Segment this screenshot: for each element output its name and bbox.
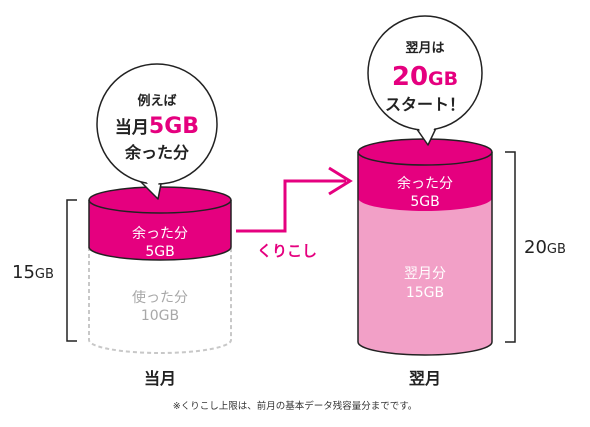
current-remaining-label: 余った分 — [132, 225, 188, 242]
carried-section-top — [357, 138, 493, 166]
current-month-caption: 当月 — [144, 369, 176, 388]
next-bubble-line1: 翌月は — [405, 41, 444, 56]
next-carried-label: 余った分 — [397, 175, 453, 192]
used-section — [88, 247, 232, 354]
next-bubble-amount-unit: GB — [428, 68, 458, 90]
current-total: 15GB — [12, 262, 54, 283]
current-remaining-amount: 5GB — [145, 244, 174, 260]
monthly-section — [358, 198, 492, 355]
current-bubble-prefix: 当月 — [115, 117, 149, 138]
remaining-section — [89, 200, 231, 260]
transfer-label: くりこし — [257, 242, 317, 260]
current-used-label: 使った分 — [132, 289, 188, 306]
current-total-unit: GB — [35, 267, 54, 282]
next-total-number: 20 — [524, 237, 547, 258]
next-total: 20GB — [524, 237, 566, 258]
next-month-caption: 翌月 — [409, 369, 441, 388]
next-monthly-amount: 15GB — [406, 285, 444, 301]
current-month-cylinder — [88, 186, 232, 354]
transfer-arrow — [236, 179, 346, 233]
next-month-cylinder — [357, 138, 493, 356]
current-bubble-line1: 例えば — [137, 93, 176, 109]
next-bubble-line3: スタート！ — [385, 95, 465, 114]
current-used-amount: 10GB — [141, 308, 179, 324]
transfer-arrowhead — [328, 166, 353, 196]
current-bubble-amount: 5GB — [149, 114, 199, 139]
footnote: ※くりこし上限は、前月の基本データ残容量分までです。 — [173, 400, 418, 412]
next-monthly-label: 翌月分 — [404, 266, 446, 282]
next-total-bracket — [505, 151, 516, 343]
current-bubble-line3: 余った分 — [124, 143, 189, 162]
carried-section — [358, 152, 492, 211]
current-total-number: 15 — [12, 262, 35, 283]
next-month-bubble — [367, 15, 483, 146]
current-bubble-line2: 当月5GB — [115, 114, 199, 139]
current-total-bracket — [66, 199, 77, 342]
next-bubble-amount-number: 20 — [392, 62, 428, 92]
next-carried-amount: 5GB — [410, 194, 439, 210]
next-total-unit: GB — [547, 242, 566, 257]
current-month-bubble — [96, 63, 218, 200]
next-bubble-amount: 20GB — [392, 62, 458, 92]
